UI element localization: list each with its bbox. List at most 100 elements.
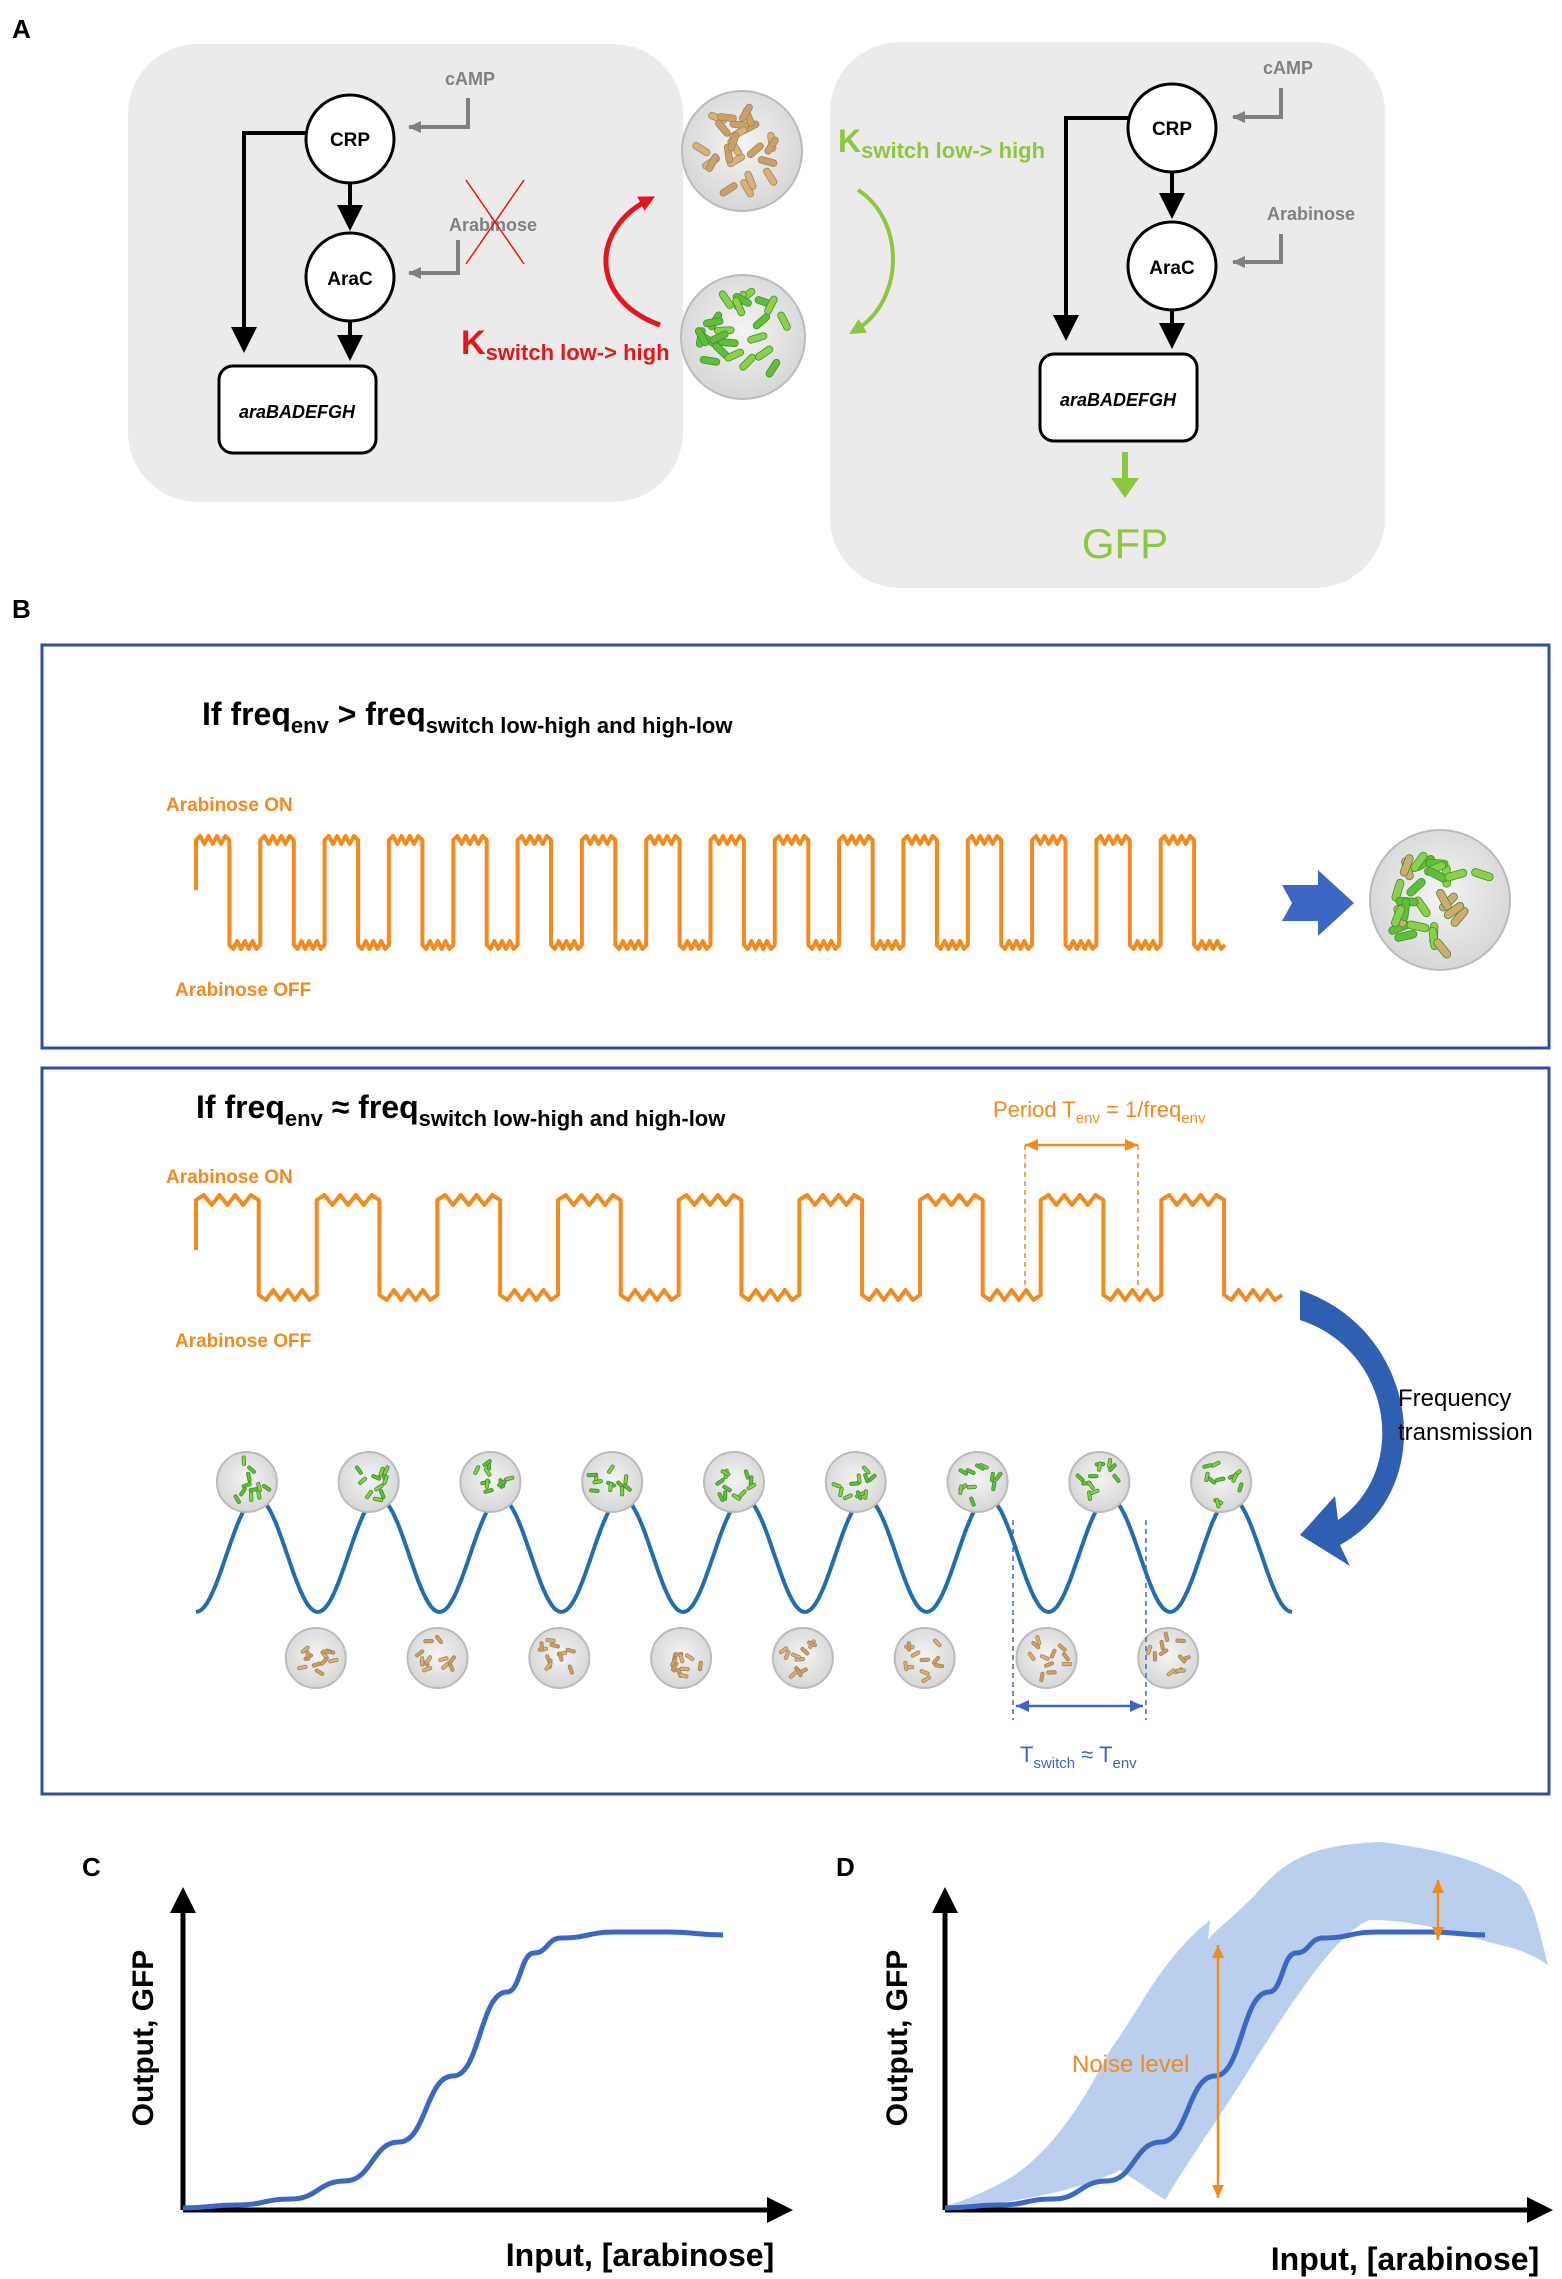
petri-dish-green-small [215, 1451, 278, 1513]
bacterium [1031, 1640, 1041, 1650]
bacterium [747, 332, 768, 344]
operon-label-left: araBADEFGH [239, 402, 356, 422]
bacterium [958, 1468, 969, 1476]
bacterium [622, 1483, 632, 1492]
bacterium [754, 345, 774, 361]
bacterium [358, 1476, 367, 1485]
bacterium [1039, 1671, 1045, 1683]
dish-plate [946, 1451, 1009, 1513]
panel-d: D Noise level Output, GFP Input, [arabin… [836, 1842, 1553, 2277]
bacterium [716, 113, 737, 122]
petri-dish-green-small [459, 1451, 522, 1513]
bacterium [374, 1483, 384, 1492]
bacterium [1471, 868, 1494, 882]
left-network: CRP AraC araBADEFGH cAMP Arabinose [217, 69, 537, 455]
petri-dish-green-small [581, 1451, 644, 1513]
b2-square-wave [194, 1193, 1284, 1302]
bacterium [557, 1651, 564, 1662]
bacterium [1159, 1639, 1165, 1651]
arac-node-left [304, 231, 396, 323]
bacterium [906, 1641, 912, 1652]
bacterium [297, 1664, 308, 1671]
arabinose-arrow-left [408, 240, 460, 279]
bacterium [608, 1481, 614, 1493]
b1-blue-arrow [1282, 870, 1354, 936]
bacterium [241, 1455, 247, 1466]
camp-arrow-left [408, 98, 470, 133]
bacterium [856, 1473, 862, 1484]
bacterium [586, 1472, 597, 1478]
bacterium [549, 1642, 560, 1649]
bacterium [483, 1467, 492, 1477]
petri-dish-brown-small [771, 1627, 834, 1689]
bacterium [365, 1489, 374, 1500]
bacterium [932, 1655, 941, 1665]
bacterium [1391, 904, 1406, 928]
bacterium [1039, 1654, 1050, 1661]
bacterium [567, 1664, 574, 1675]
bacterium [1204, 1471, 1210, 1483]
b1-mixed-dish [1369, 829, 1511, 971]
panel-c: C Output, GFP Input, [arabinose] [82, 1852, 793, 2273]
bacterium [247, 1465, 256, 1474]
bacterium [1044, 1661, 1054, 1668]
b2-on-label: Arabinose ON [166, 1167, 293, 1188]
gfp-sine-wave [195, 1495, 1293, 1615]
dish-plate [406, 1627, 469, 1689]
bacterium [1391, 878, 1405, 902]
bacterium [694, 327, 709, 347]
bacterium [838, 1486, 844, 1498]
bacterium [233, 1494, 241, 1504]
bacterium [623, 1474, 629, 1485]
b1-square-wave [194, 834, 1227, 951]
operon-label-right: araBADEFGH [1060, 390, 1177, 410]
petri-dish-green-small [337, 1451, 400, 1513]
bacterium [863, 1473, 870, 1484]
bacterium [718, 290, 734, 309]
bacterium [589, 1488, 600, 1493]
bacterium [715, 1477, 725, 1486]
bacterium [910, 1650, 921, 1658]
d-noise-label: Noise level [1072, 2051, 1189, 2078]
bacterium [1444, 868, 1468, 882]
freq-label-1: Frequency [1398, 1385, 1511, 1412]
d-dose-response-curve [944, 1929, 1486, 2211]
bacterium [1166, 1668, 1176, 1677]
bacterium [420, 1656, 425, 1667]
bacterium [592, 1479, 603, 1485]
bacterium [724, 348, 744, 362]
bacterium [1450, 907, 1469, 927]
b-box-2 [40, 1066, 1551, 1796]
panel-a: A CRP AraC araBADEFGH cAMP Arabinose Ksw… [12, 14, 1385, 588]
bacterium [1146, 1644, 1153, 1656]
b2-title: If freqenv ≈ freqswitch low-high and hig… [196, 1089, 726, 1131]
bacterium [483, 1488, 494, 1494]
bacterium [678, 1672, 689, 1679]
bacterium [438, 1656, 449, 1662]
bacterium [1027, 1651, 1036, 1661]
bacterium [720, 1469, 731, 1477]
bacterium [732, 296, 746, 317]
bacterium [379, 1489, 386, 1500]
petri-dish-brown-small [528, 1627, 591, 1689]
bacterium [715, 119, 731, 137]
bacterium [300, 1645, 310, 1654]
bacterium [382, 1475, 389, 1486]
bacterium [319, 1656, 329, 1666]
bacterium [739, 353, 756, 371]
bacterium [849, 1481, 860, 1486]
green-switch-arrow [849, 188, 895, 335]
dish-plate [337, 1451, 400, 1513]
bacterium [545, 1638, 556, 1643]
frequency-transmission-arrow [1300, 1290, 1405, 1566]
bacterium [1215, 1498, 1221, 1509]
c-ylabel: Output, GFP [127, 1950, 160, 2127]
bacterium [743, 1469, 750, 1480]
bacterium [699, 355, 721, 366]
bacterium [726, 153, 746, 168]
dish-brown-top [681, 90, 803, 212]
red-switch-arrow [603, 196, 661, 328]
dish-green-bottom [680, 274, 806, 400]
arabinose-label-right: Arabinose [1267, 204, 1355, 224]
freq-label-2: transmission [1398, 1419, 1533, 1446]
